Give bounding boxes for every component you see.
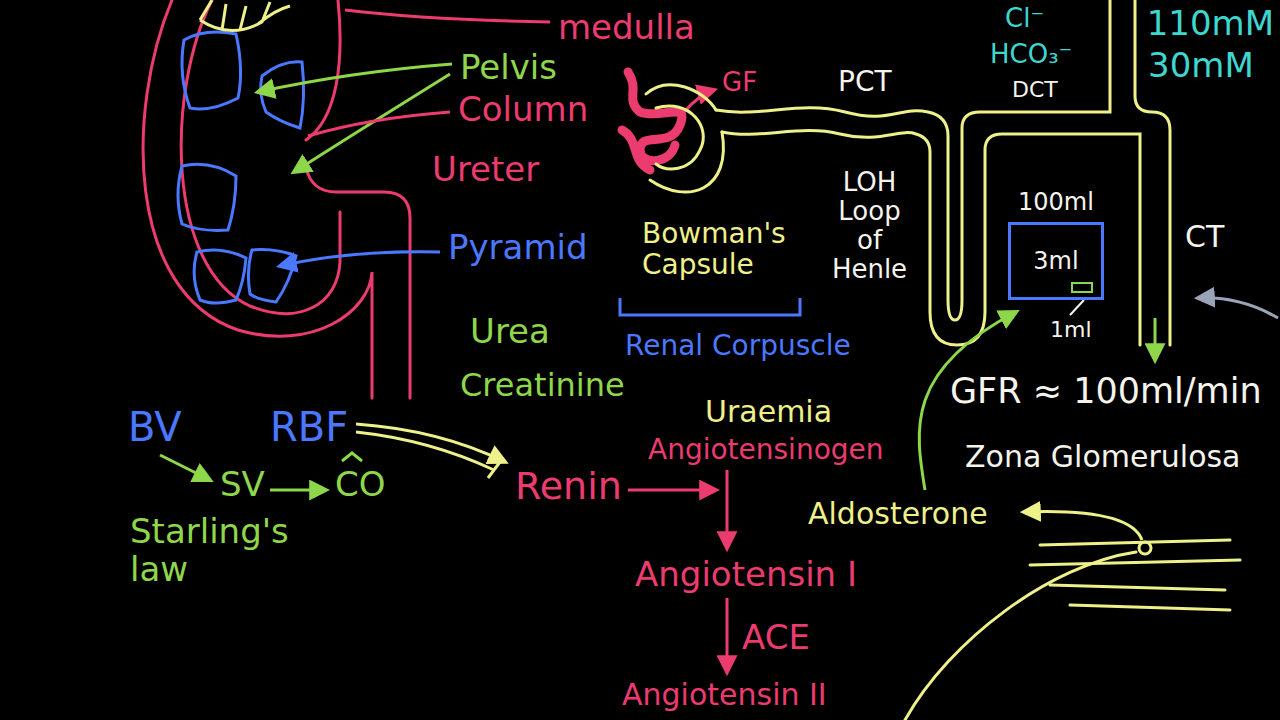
caret-arrow [342,453,362,461]
label: PCT [838,66,892,97]
label: medulla [558,8,695,46]
label: Urea [470,312,550,350]
volume-box: 100ml 3ml [1008,188,1104,300]
leader-line [345,10,550,22]
tissue-layer [1070,605,1230,610]
label: Starling's law [130,512,340,588]
flow-arrow [270,489,326,492]
label: Creatinine [460,368,625,404]
capsule-wall [646,85,716,110]
label: Angiotensin I [635,555,857,593]
adrenal-tissue [905,540,1240,720]
leader-line [308,112,450,136]
label: 30mM [1148,46,1254,84]
label: RBF [270,405,348,450]
tissue-layer [1030,560,1240,565]
box-heading: 100ml [1008,188,1104,216]
tissue-layer [1050,585,1225,590]
label: Uraemia [705,395,832,429]
label: SV [220,465,265,503]
label: HCO₃⁻ [990,40,1072,69]
capsule-wall [650,132,723,192]
ureter-wall [306,168,410,398]
label: Pelvis [460,48,557,86]
label: GF [722,68,757,97]
label: Zona Glomerulosa [965,440,1241,474]
pyramids [178,32,304,303]
hilum-edge [306,0,340,140]
glomerulus [622,72,682,170]
flow-arrow [628,489,716,492]
label: DCT [1012,78,1058,103]
capsule-inner [656,106,703,169]
label: Renin [515,465,622,508]
label: Aldosterone [808,497,988,531]
label: Pyramid [448,228,588,266]
label: Bowman's Capsule [642,218,812,281]
corpuscle-bracket [620,298,800,315]
calyx [200,0,290,31]
label: Angiotensinogen [648,434,884,465]
flow-arrow [726,598,729,672]
pointer-arrow [1198,298,1278,318]
tubule-wall [716,0,1110,320]
label: Renal Corpuscle [625,330,851,361]
tissue-curve [905,552,1136,720]
nephron [646,0,1170,345]
label: 1ml [1050,318,1092,343]
label: BV [128,405,182,450]
leader-arrow [258,64,452,92]
leader-arrow [294,74,450,172]
label: CT [1185,220,1224,254]
label: GFR ≈ 100ml/min [950,372,1262,411]
kidney-outline [143,0,410,398]
flow-arrow [160,455,210,480]
leader-line [1070,300,1084,315]
pyramid-shape [261,62,304,128]
label: Cl⁻ [1005,4,1044,33]
leader-arrow [280,252,440,266]
pyramid-shape [182,32,241,109]
label: Angiotensin II [622,678,827,712]
box-text: 3ml [1033,247,1078,275]
pyramid-shape [194,250,246,303]
label: Column [458,90,588,128]
flow-arrow [726,470,729,548]
label: 110mM [1147,4,1274,42]
fraction-box [1071,282,1093,293]
inhibit-arrow [356,424,505,462]
flow-arrow [1154,318,1157,360]
label: LOH Loop of Henle [822,168,917,284]
cell-dot [1139,542,1151,554]
box-outline: 3ml [1008,222,1104,300]
label: Ureter [432,150,539,188]
pyramid-shape [248,250,296,302]
kidney-outer [143,0,372,398]
pyramid-shape [178,164,236,230]
tissue-layer [1040,540,1230,545]
aldosterone-secretion-arrow [1024,512,1142,540]
label: ACE [742,618,810,656]
label: CO [335,465,386,503]
